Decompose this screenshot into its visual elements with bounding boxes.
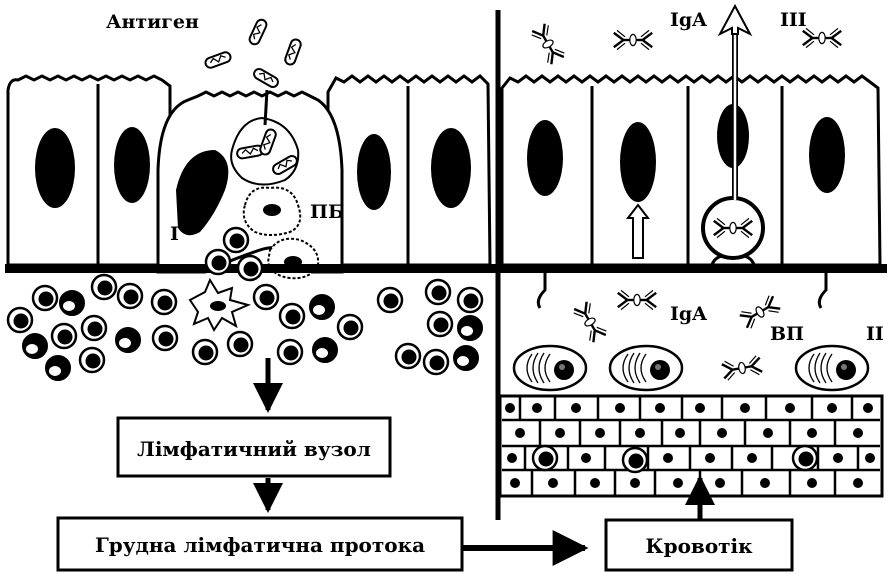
bloodstream-label: Кровотік	[645, 534, 753, 558]
pb-label: ПБ	[310, 201, 344, 223]
antigen-label: Антиген	[106, 11, 199, 33]
iga-label-mid: IgA	[670, 303, 707, 325]
connective-tissue	[500, 396, 882, 496]
roman-iii-label: III	[780, 9, 807, 31]
lymph-node-label: Лімфатичний вузол	[137, 437, 371, 461]
roman-ii-label: II	[866, 323, 884, 345]
dendritic-cell-lp	[190, 280, 248, 330]
lamina-propria-right	[514, 272, 868, 390]
roman-i-label: I	[170, 223, 179, 245]
vp-label: ВП	[770, 323, 804, 345]
m-cell	[158, 92, 342, 278]
iga-label-top: IgA	[670, 9, 707, 31]
epithelium-right	[502, 76, 880, 272]
thoracic-duct-label: Грудна лімфатична протока	[95, 533, 425, 557]
